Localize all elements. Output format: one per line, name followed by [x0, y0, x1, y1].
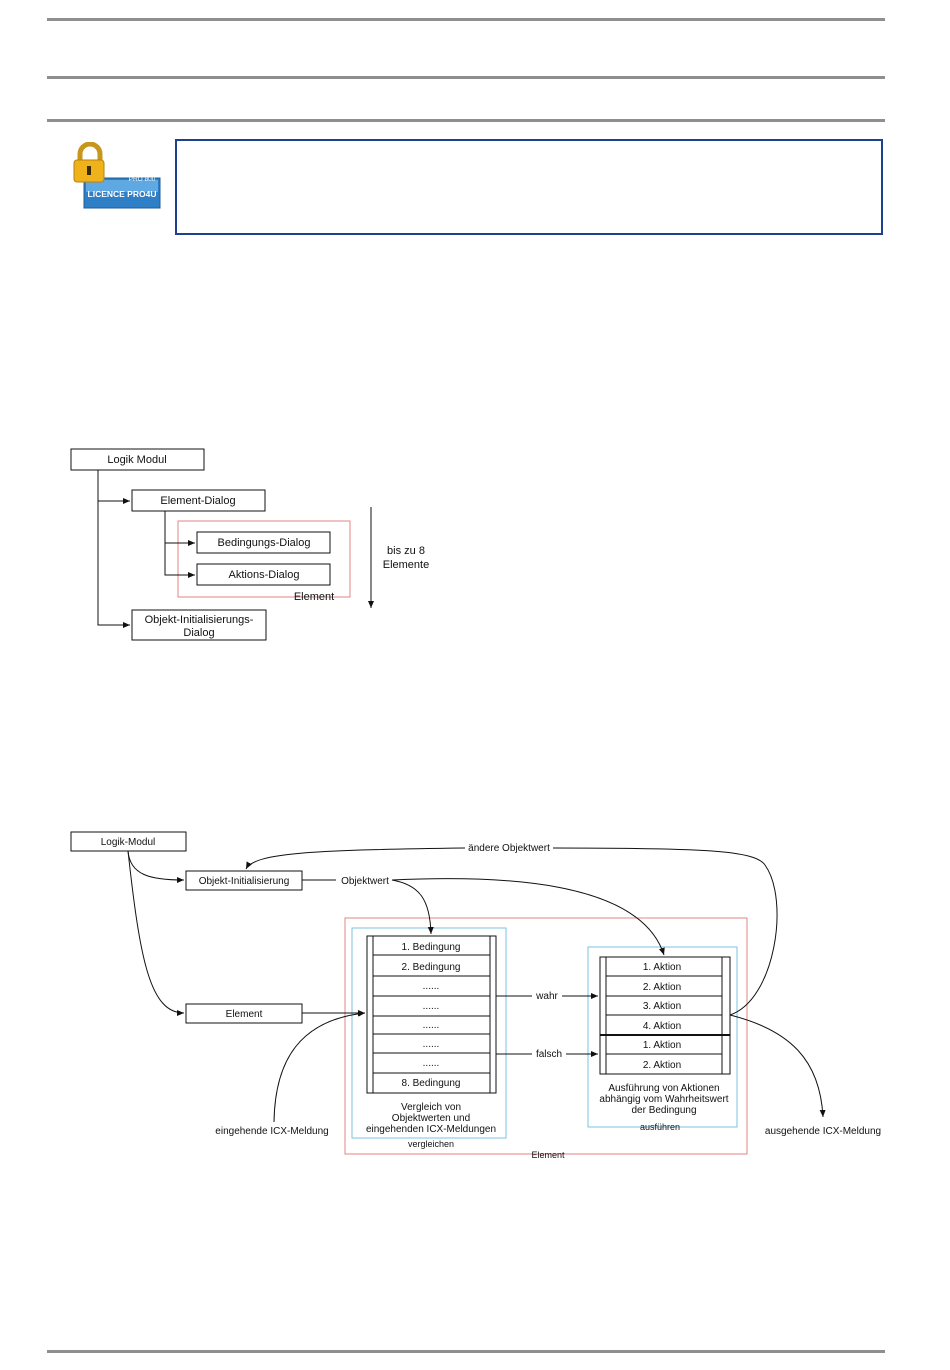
licence-line2: LICENCE PRO4U [88, 189, 157, 199]
d2-logik-modul-label: Logik-Modul [101, 837, 155, 848]
action-row: 1. Aktion [643, 962, 681, 973]
d2-wahr-label: wahr [535, 991, 558, 1002]
licence-line1: PRO 800 [129, 176, 156, 183]
aktions-dialog-box [196, 563, 331, 586]
d1-aktions-dialog-label: Aktions-Dialog [229, 569, 300, 581]
d2-objekt-init-label: Objekt-Initialisierung [199, 876, 290, 887]
condition-row: 2. Bedingung [402, 962, 461, 973]
d2-falsch-label: falsch [536, 1049, 562, 1060]
condition-row: ...... [423, 1020, 440, 1031]
d2-vergleich-line2: Objektwerten und [392, 1113, 470, 1124]
condition-row: ...... [423, 1001, 440, 1012]
condition-table [366, 935, 497, 1094]
top-rule-2 [47, 76, 885, 79]
d1-objekt-init-line2: Dialog [183, 627, 214, 639]
d2-ausfuehrung-line3: der Bedingung [631, 1105, 696, 1116]
d2-ausfuehrung-line1: Ausführung von Aktionen [608, 1083, 719, 1094]
d2-eingehende-label: eingehende ICX-Meldung [215, 1126, 328, 1137]
licence-note-box [175, 139, 883, 235]
d2-ausfuehren-label: ausführen [640, 1122, 680, 1132]
d2-objektwert-label: Objektwert [341, 876, 389, 887]
condition-row: 1. Bedingung [402, 942, 461, 953]
element-outer-frame [344, 917, 748, 1155]
arrow-logik-to-element [127, 850, 185, 1016]
d1-element-dialog-label: Element-Dialog [160, 495, 235, 507]
action-row: 3. Aktion [643, 1001, 681, 1012]
diagram-module-structure: Logik Modul Element-Dialog Bedingungs-Di… [70, 448, 429, 641]
element-dialog-box [131, 489, 266, 512]
d2-element-outer-label: Element [531, 1150, 565, 1160]
d2-ausgehende-label: ausgehende ICX-Meldung [765, 1126, 881, 1137]
action-row: 1. Aktion [643, 1040, 681, 1051]
condition-row: ...... [423, 1039, 440, 1050]
diagram-logic-flow: 1. Bedingung 2. Bedingung ...... ...... … [70, 831, 881, 1160]
d2-vergleich-line1: Vergleich von [401, 1102, 461, 1113]
action-row: 4. Aktion [643, 1021, 681, 1032]
d1-count-line2: Elemente [383, 559, 429, 571]
d2-andere-objektwert-label: ändere Objektwert [468, 843, 550, 854]
licence-lock-icon: PRO 800 LICENCE PRO4U [73, 142, 161, 209]
arrow-andere-objektwert-right [552, 847, 778, 1016]
arrow-logik-to-init [127, 850, 185, 883]
d2-vergleich-line3: eingehenden ICX-Meldungen [366, 1124, 496, 1135]
logik-modul-box [70, 448, 205, 471]
condition-row: 8. Bedingung [402, 1078, 461, 1089]
objekt-init-dialog-box [131, 609, 267, 641]
action-table [599, 956, 731, 1075]
d1-objekt-init-line1: Objekt-Initialisierungs- [145, 614, 254, 626]
arrow-objektwert-to-actions [391, 878, 665, 956]
top-rule-1 [47, 18, 885, 21]
bedingungs-dialog-box [196, 531, 331, 554]
bottom-rule [47, 1350, 885, 1353]
action-row: 2. Aktion [643, 1060, 681, 1071]
ausfuehren-frame [587, 946, 738, 1128]
d1-count-line1: bis zu 8 [387, 545, 425, 557]
arrow-objektwert-to-conditions [391, 879, 434, 935]
action-row: 2. Aktion [643, 982, 681, 993]
arrow-ausgehende [729, 1014, 826, 1118]
element-group-frame [177, 520, 351, 598]
condition-row: ...... [423, 1058, 440, 1069]
d2-ausfuehrung-line2: abhängig vom Wahrheitswert [599, 1094, 728, 1105]
condition-row: ...... [423, 981, 440, 992]
d1-bedingungs-dialog-label: Bedingungs-Dialog [218, 537, 311, 549]
top-rule-3 [47, 119, 885, 122]
arrow-andere-objektwert-left [245, 847, 466, 870]
d2-element-label: Element [226, 1009, 263, 1020]
arrow-eingehende [273, 1010, 366, 1123]
d1-element-label: Element [294, 591, 334, 603]
d1-logik-modul-label: Logik Modul [107, 454, 166, 466]
d2-vergleichen-label: vergleichen [408, 1139, 454, 1149]
